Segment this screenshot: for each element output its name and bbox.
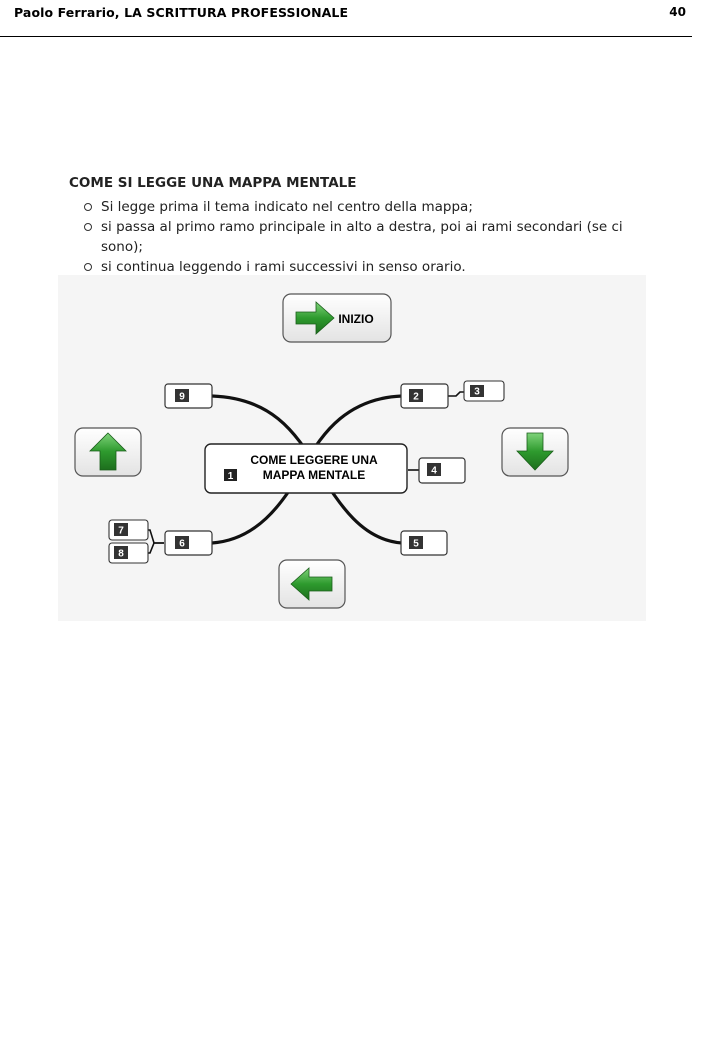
bullet-icon xyxy=(84,263,92,271)
node-8: 8 xyxy=(108,542,149,564)
list-item: Si legge prima il tema indicato nel cent… xyxy=(84,197,644,217)
arrow-right-icon xyxy=(295,301,335,335)
section-title: COME SI LEGGE UNA MAPPA MENTALE xyxy=(69,175,357,191)
svg-text:2: 2 xyxy=(413,392,419,403)
list-item-continuation: sono); xyxy=(101,239,143,255)
node-6: 6 xyxy=(164,530,213,556)
svg-text:1: 1 xyxy=(228,471,234,482)
arrow-left-icon xyxy=(290,567,333,601)
svg-text:INIZIO: INIZIO xyxy=(338,312,373,326)
up-arrow-node xyxy=(74,427,142,477)
list-item: si continua leggendo i rami successivi i… xyxy=(84,257,644,277)
arrow-down-icon xyxy=(516,432,554,471)
down-arrow-node xyxy=(501,427,569,477)
svg-text:6: 6 xyxy=(179,539,185,550)
bullet-icon xyxy=(84,203,92,211)
svg-text:3: 3 xyxy=(474,387,480,398)
svg-text:9: 9 xyxy=(179,392,185,403)
bullet-icon xyxy=(84,223,92,231)
svg-text:7: 7 xyxy=(118,526,124,537)
node-4: 4 xyxy=(418,457,466,484)
svg-text:4: 4 xyxy=(431,466,437,477)
node-5: 5 xyxy=(400,530,448,556)
list-item: si passa al primo ramo principale in alt… xyxy=(84,217,644,237)
left-arrow-node xyxy=(278,559,346,609)
svg-text:8: 8 xyxy=(118,549,124,560)
node-9: 9 xyxy=(164,383,213,409)
node-2: 2 xyxy=(400,383,449,409)
node-7: 7 xyxy=(108,519,149,541)
page-header: Paolo Ferrario, LA SCRITTURA PROFESSIONA… xyxy=(0,0,692,37)
bullet-list: Si legge prima il tema indicato nel cent… xyxy=(84,197,644,277)
center-node: COME LEGGERE UNA MAPPA MENTALE 1 xyxy=(204,443,408,494)
arrow-up-icon xyxy=(89,432,127,471)
node-3: 3 xyxy=(463,380,505,402)
svg-text:MAPPA MENTALE: MAPPA MENTALE xyxy=(263,468,365,482)
start-node: INIZIO xyxy=(282,293,392,343)
page-number: 40 xyxy=(669,5,686,19)
svg-text:COME LEGGERE UNA: COME LEGGERE UNA xyxy=(250,453,378,467)
header-title: Paolo Ferrario, LA SCRITTURA PROFESSIONA… xyxy=(14,5,349,20)
svg-text:5: 5 xyxy=(413,539,419,550)
